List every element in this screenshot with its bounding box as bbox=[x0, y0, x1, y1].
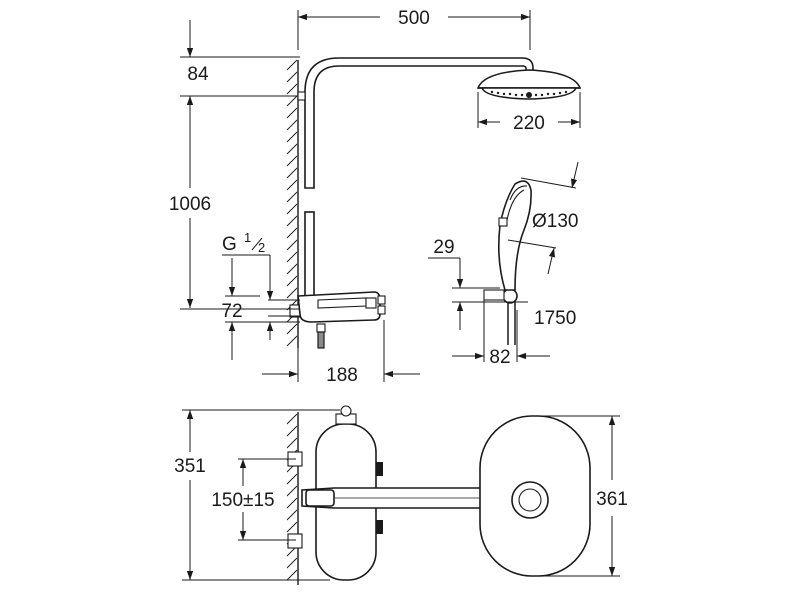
dim-thread-num: 1 bbox=[244, 230, 251, 245]
dim-connection-offset: 72 bbox=[221, 301, 242, 322]
dim-hand-shower-diameter: Ø130 bbox=[532, 211, 578, 232]
dim-connection-spacing: 150±15 bbox=[211, 490, 274, 511]
overhead-shower-head bbox=[476, 69, 582, 100]
control-knob bbox=[377, 295, 386, 305]
dim-head-depth: 84 bbox=[187, 64, 209, 85]
hand-shower bbox=[483, 180, 532, 345]
dim-holder-projection: 82 bbox=[489, 347, 510, 368]
dim-thread-den: 2 bbox=[258, 240, 265, 255]
hose-outlet bbox=[316, 323, 326, 333]
dim-holder-depth: 29 bbox=[433, 237, 454, 258]
control-button-upper bbox=[376, 462, 383, 476]
dim-thermostat-projection: 188 bbox=[326, 365, 358, 386]
control-button-lower bbox=[376, 520, 383, 534]
dim-thread: G bbox=[222, 234, 237, 255]
dim-head-plate-width: 361 bbox=[596, 489, 628, 510]
dim-thermostat-width: 351 bbox=[174, 456, 206, 477]
control-knob-lower bbox=[377, 305, 386, 315]
dim-head-diameter: 220 bbox=[513, 113, 545, 134]
arm-mount bbox=[305, 489, 335, 507]
front-view: 351 150±15 361 bbox=[174, 405, 628, 585]
riser-pipe-lower bbox=[304, 211, 315, 299]
wall-hatch-lower bbox=[286, 412, 299, 585]
dim-hose-length: 1750 bbox=[534, 308, 576, 329]
wall-bracket bbox=[297, 91, 306, 101]
dim-arm-length: 500 bbox=[398, 8, 430, 29]
dim-riser-height: 1006 bbox=[169, 194, 211, 215]
side-view: 500 84 1006 220 G 1 2 72 bbox=[169, 8, 582, 386]
connection-lower bbox=[287, 533, 303, 549]
